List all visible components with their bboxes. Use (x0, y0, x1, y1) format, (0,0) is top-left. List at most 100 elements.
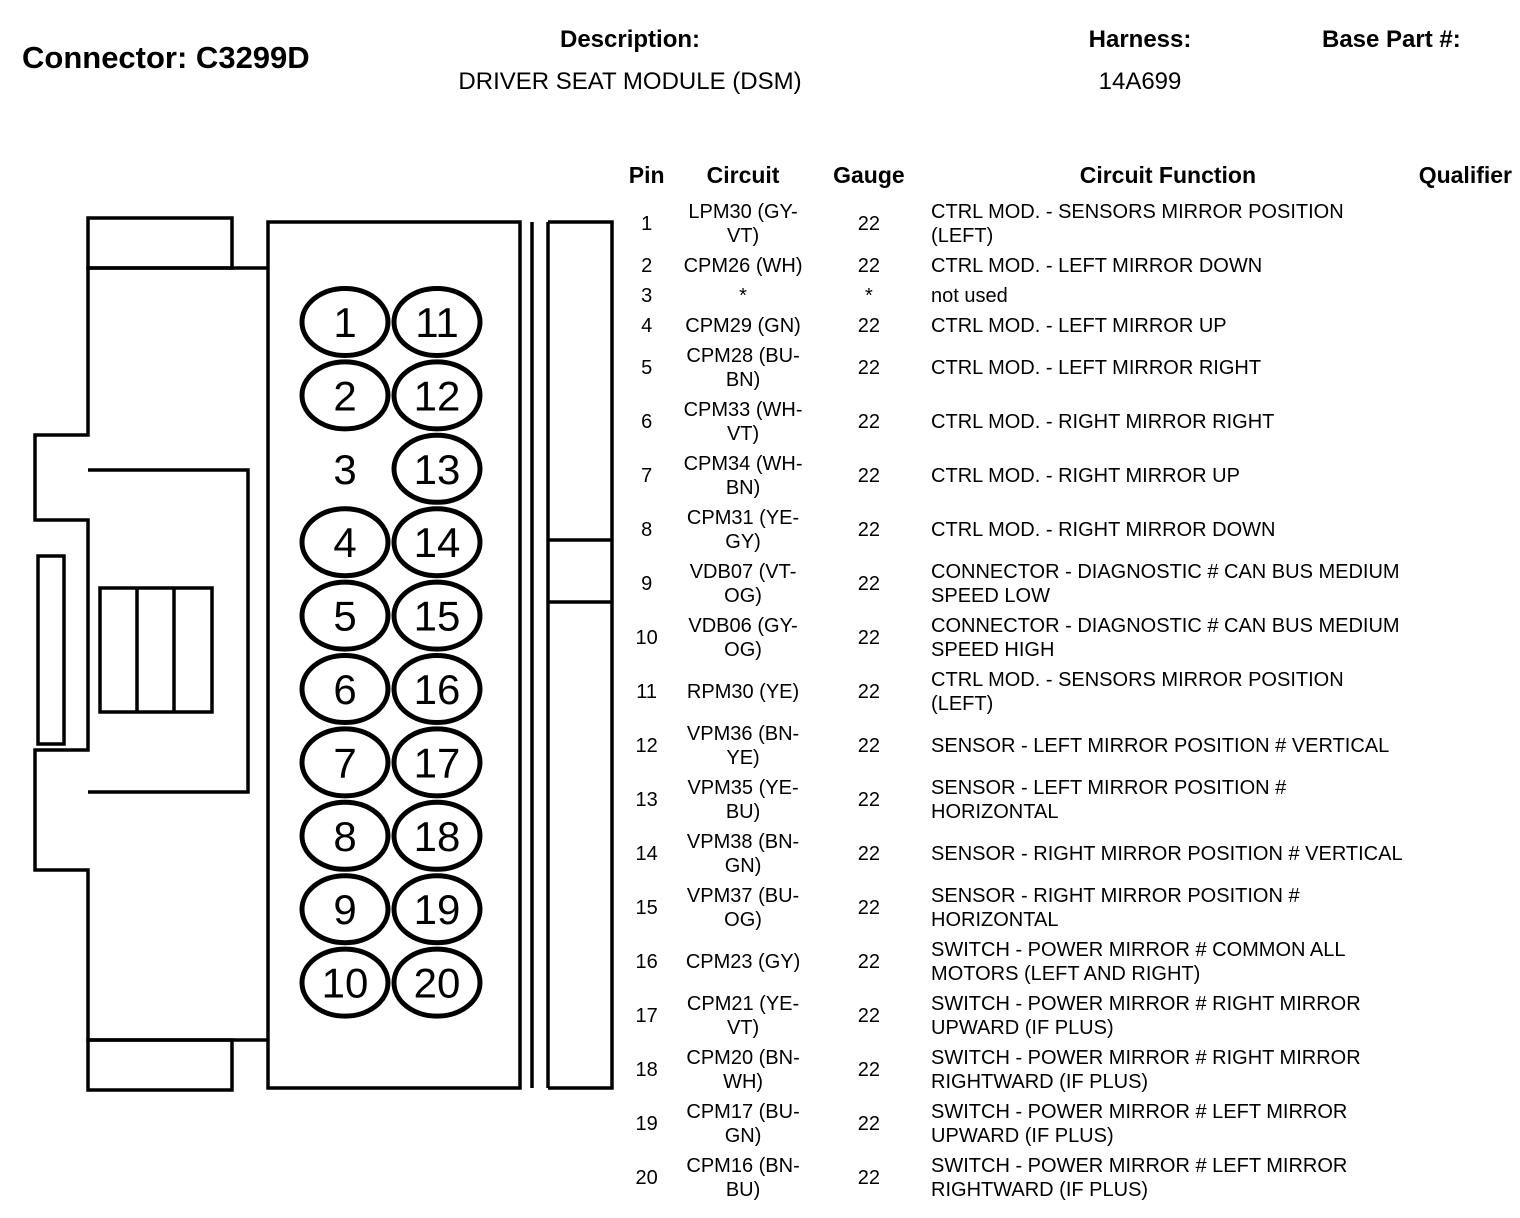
cell-circuit: CPM29 (GN) (685, 315, 801, 337)
pin-label: 6 (333, 666, 356, 713)
cell-qualifier (1411, 935, 1520, 989)
cell-qualifier (1411, 719, 1520, 773)
pin-circle (299, 579, 391, 652)
pin-circle (391, 506, 483, 579)
cell-pin: 18 (635, 1059, 658, 1081)
cell-circuit: CPM16 (BN-BU) (686, 1155, 800, 1201)
connector-outline (33, 216, 614, 1092)
col-header-pin: Pin (628, 162, 665, 188)
cell-function: SWITCH - POWER MIRROR # LEFT MIRROR RIGH… (931, 1155, 1348, 1201)
cell-gauge: 22 (857, 1113, 881, 1135)
pin-circle (391, 726, 483, 799)
pin-circle (299, 946, 391, 1019)
cell-circuit: VDB07 (VT-OG) (689, 561, 797, 607)
pin-circle (299, 506, 391, 579)
cell-pin: 2 (641, 255, 653, 277)
cell-qualifier (1411, 281, 1520, 311)
cell-pin: 1 (641, 213, 653, 235)
cell-gauge: 22 (857, 573, 881, 595)
cell-circuit: VPM38 (BN-GN) (686, 831, 800, 877)
cell-function: CTRL MOD. - LEFT MIRROR RIGHT (931, 357, 1262, 379)
pin-label: 13 (414, 446, 461, 493)
cell-qualifier (1411, 611, 1520, 665)
description-block: Description: DRIVER SEAT MODULE (DSM) (400, 26, 860, 96)
table-row: 3**not used (622, 281, 1520, 311)
cell-function: SWITCH - POWER MIRROR # RIGHT MIRROR UPW… (931, 993, 1361, 1039)
cell-circuit: CPM26 (WH) (683, 255, 803, 277)
cell-gauge: 22 (857, 465, 881, 487)
cell-function: CTRL MOD. - RIGHT MIRROR RIGHT (931, 411, 1275, 433)
cell-function: CTRL MOD. - RIGHT MIRROR UP (931, 465, 1240, 487)
base-part-label: Base Part #: (1322, 26, 1461, 53)
cell-qualifier (1411, 773, 1520, 827)
pin-label: 7 (333, 739, 356, 786)
cell-gauge: 22 (857, 951, 881, 973)
pin-circle (299, 359, 391, 432)
cell-gauge: 22 (857, 411, 881, 433)
cell-gauge: 22 (857, 519, 881, 541)
table-header-row: Pin Circuit Gauge Circuit Function Quali… (622, 158, 1520, 197)
cell-gauge: 22 (857, 681, 881, 703)
cell-pin: 19 (635, 1113, 658, 1135)
cell-gauge: 22 (857, 789, 881, 811)
cell-pin: 4 (641, 315, 653, 337)
cell-function: SENSOR - LEFT MIRROR POSITION # HORIZONT… (931, 777, 1287, 823)
cell-pin: 5 (641, 357, 653, 379)
pin-label: 20 (414, 960, 461, 1007)
cell-function: CTRL MOD. - SENSORS MIRROR POSITION (LEF… (931, 669, 1344, 715)
pin-label: 18 (414, 813, 461, 860)
col-header-function: Circuit Function (1079, 162, 1257, 188)
cell-function: SENSOR - LEFT MIRROR POSITION # VERTICAL (931, 735, 1390, 757)
description-value: DRIVER SEAT MODULE (DSM) (458, 68, 802, 95)
cell-circuit: CPM33 (WH-VT) (683, 399, 803, 445)
cell-pin: 8 (641, 519, 653, 541)
cell-qualifier (1411, 311, 1520, 341)
pin-label: 11 (415, 299, 459, 346)
cell-gauge: 22 (857, 735, 881, 757)
cell-pin: 7 (641, 465, 653, 487)
pin-circle (299, 653, 391, 725)
cell-qualifier (1411, 449, 1520, 503)
cell-function: CONNECTOR - DIAGNOSTIC # CAN BUS MEDIUM … (931, 615, 1400, 661)
cell-circuit: CPM20 (BN-WH) (686, 1047, 800, 1093)
cell-pin: 10 (635, 627, 658, 649)
pin-label: 12 (414, 372, 461, 419)
col-header-qualifier: Qualifier (1418, 162, 1513, 188)
cell-qualifier (1411, 341, 1520, 395)
cell-circuit: * (739, 285, 747, 307)
pin-label: 10 (322, 960, 369, 1007)
cell-qualifier (1411, 395, 1520, 449)
cell-pin: 9 (641, 573, 653, 595)
cell-circuit: CPM23 (GY) (685, 951, 801, 973)
cell-qualifier (1411, 1097, 1520, 1151)
col-header-circuit: Circuit (706, 162, 780, 188)
cell-qualifier (1411, 989, 1520, 1043)
cell-qualifier (1411, 557, 1520, 611)
cell-function: not used (931, 285, 1008, 307)
pin-label: 15 (414, 593, 461, 640)
cell-function: CTRL MOD. - SENSORS MIRROR POSITION (LEF… (931, 201, 1344, 247)
cell-gauge: 22 (857, 897, 881, 919)
col-header-gauge: Gauge (833, 162, 905, 188)
cell-pin: 15 (635, 897, 658, 919)
cell-gauge: * (865, 285, 873, 307)
cell-circuit: VPM37 (BU-OG) (686, 885, 800, 931)
connector-title: Connector: C3299D (22, 40, 310, 75)
harness-value: 14A699 (1098, 68, 1182, 95)
cell-gauge: 22 (857, 627, 881, 649)
pin-label: 3 (333, 446, 356, 493)
cell-qualifier (1411, 665, 1520, 719)
cell-circuit: RPM30 (YE) (686, 681, 800, 703)
pin-circle (299, 799, 391, 872)
cell-gauge: 22 (857, 357, 881, 379)
